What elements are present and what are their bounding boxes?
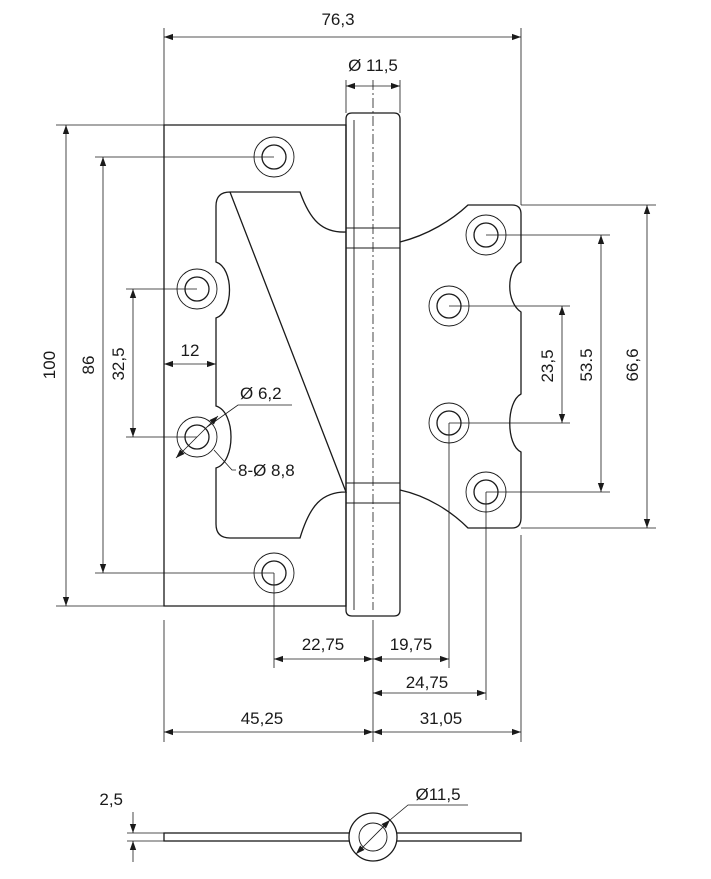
left-leaf [163,124,347,607]
label-right-outer-spacing: 66,6 [623,348,642,381]
knuckle-outline [345,112,401,617]
label-axis-to-right-inner-hole: 19,75 [390,635,433,654]
label-left-leaf-height: 100 [40,351,59,379]
label-right-leaf-width: 31,05 [420,709,463,728]
dimension-labels: 76,3 Ø 11,5 100 86 32,5 12 Ø 6,2 8-Ø 8,8… [40,10,642,728]
label-overall-width: 76,3 [321,10,354,29]
side-view: 2,5 Ø11,5 [99,785,522,862]
leader-8-8 [213,449,236,471]
label-knuckle-diameter: Ø 11,5 [348,56,398,75]
extension-lines [56,28,656,742]
label-small-hole-diameter: Ø 6,2 [240,384,282,403]
label-leaf-edge-offset: 12 [181,341,200,360]
label-left-leaf-width: 45,25 [241,709,284,728]
knuckle [345,80,401,617]
dimension-lines [62,33,651,736]
leader-6-2 [206,404,292,428]
side-view-diameter-leader [355,819,391,855]
right-leaf-outline [399,204,522,529]
label-left-hole-spacing: 86 [79,356,98,375]
left-leaf-cutout [215,191,347,539]
label-countersink-diameter: 8-Ø 8,8 [238,461,295,480]
label-plate-thickness: 2,5 [99,790,123,809]
label-side-knuckle-diameter: Ø11,5 [415,785,460,804]
label-right-inner-spacing: 23,5 [538,349,557,382]
label-right-mid-spacing: 53.5 [577,348,596,381]
leader-hole-diameter [175,415,219,459]
label-left-hole-to-axis: 22,75 [302,635,345,654]
label-left-inner-spacing: 32,5 [109,347,128,380]
left-leaf-outline [163,124,347,607]
right-leaf [399,204,522,529]
label-axis-to-right-outer-hole: 24,75 [406,673,449,692]
side-view-plate [163,832,522,842]
